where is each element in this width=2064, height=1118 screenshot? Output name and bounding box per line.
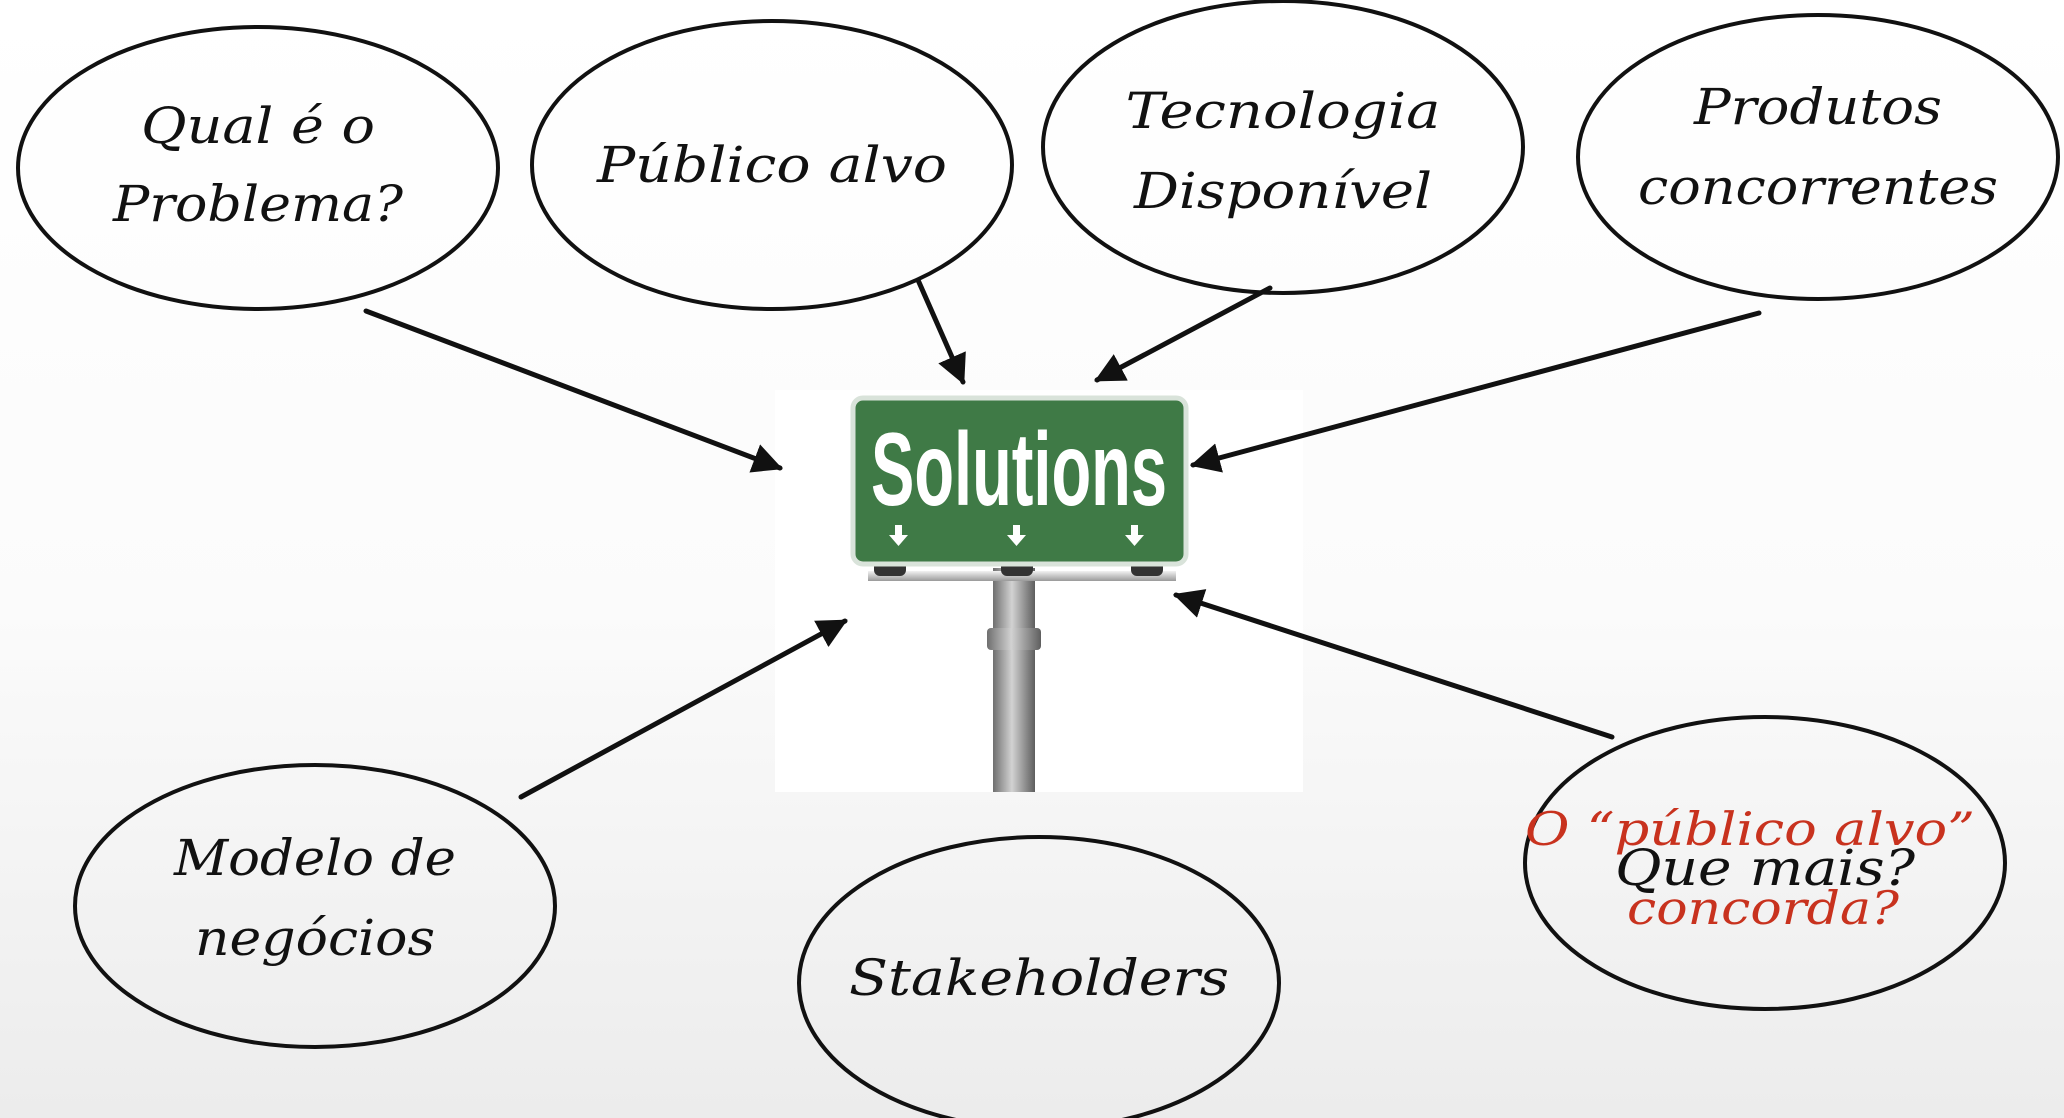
sign-pole-collar — [987, 628, 1041, 650]
arrow-produtos — [1190, 310, 1762, 473]
bubble-problema-line2: Problema? — [112, 175, 404, 233]
solutions-sign: Solutions — [775, 390, 1303, 792]
bubble-outline — [16, 25, 500, 311]
bubble-publico: Público alvo — [530, 19, 1014, 311]
bubble-outline — [797, 835, 1281, 1118]
bubble-problema: Qual é o Problema? — [16, 25, 500, 311]
overlay-line2: concorda? — [1627, 881, 1899, 935]
bubble-stakeholders: Stakeholders — [797, 835, 1281, 1118]
down-arrow-icon — [889, 525, 908, 546]
bubble-outline — [1523, 715, 2007, 1011]
bubble-outline — [1576, 13, 2060, 301]
bubble-tecnologia-line1: Tecnologia — [1126, 82, 1441, 140]
bubble-stakeholders-line1: Stakeholders — [849, 949, 1229, 1007]
down-arrow-icon — [1007, 525, 1026, 546]
arrows — [363, 277, 1762, 800]
bubble-que-mais: Que mais? — [1523, 715, 2007, 1011]
sign-label: Solutions — [871, 412, 1167, 528]
bubble-problema-line1: Qual é o — [141, 97, 375, 155]
arrow-problema — [363, 308, 783, 473]
bubble-publico-line1: Público alvo — [596, 136, 947, 194]
bubble-tecnologia: Tecnologia Disponível — [1041, 0, 1525, 295]
arrow-modelo — [518, 618, 848, 800]
sign-down-arrows — [889, 525, 1144, 546]
down-arrow-icon — [1125, 525, 1144, 546]
overlay-annotation: O “público alvo” concorda? — [1525, 802, 1975, 935]
sign-panel — [850, 395, 1189, 567]
arrow-publico — [915, 277, 966, 385]
bubble-produtos-line2: concorrentes — [1638, 158, 1998, 216]
overlay-line1: O “público alvo” — [1525, 802, 1975, 856]
bubble-produtos-line1: Produtos — [1693, 78, 1942, 136]
bubble-modelo-line1: Modelo de — [173, 829, 456, 887]
bubble-modelo: Modelo de negócios — [73, 763, 557, 1049]
bubble-outline — [73, 763, 557, 1049]
bubble-modelo-line2: negócios — [195, 909, 435, 967]
bubble-produtos: Produtos concorrentes — [1576, 13, 2060, 301]
arrow-tecnologia — [1094, 285, 1273, 383]
bubble-outline — [1041, 0, 1525, 295]
bubble-que-mais-line1: Que mais? — [1615, 839, 1916, 897]
bubble-outline — [530, 19, 1014, 311]
bubble-tecnologia-line2: Disponível — [1133, 162, 1432, 220]
arrow-que-mais — [1173, 589, 1615, 740]
sign-pole — [993, 568, 1035, 792]
